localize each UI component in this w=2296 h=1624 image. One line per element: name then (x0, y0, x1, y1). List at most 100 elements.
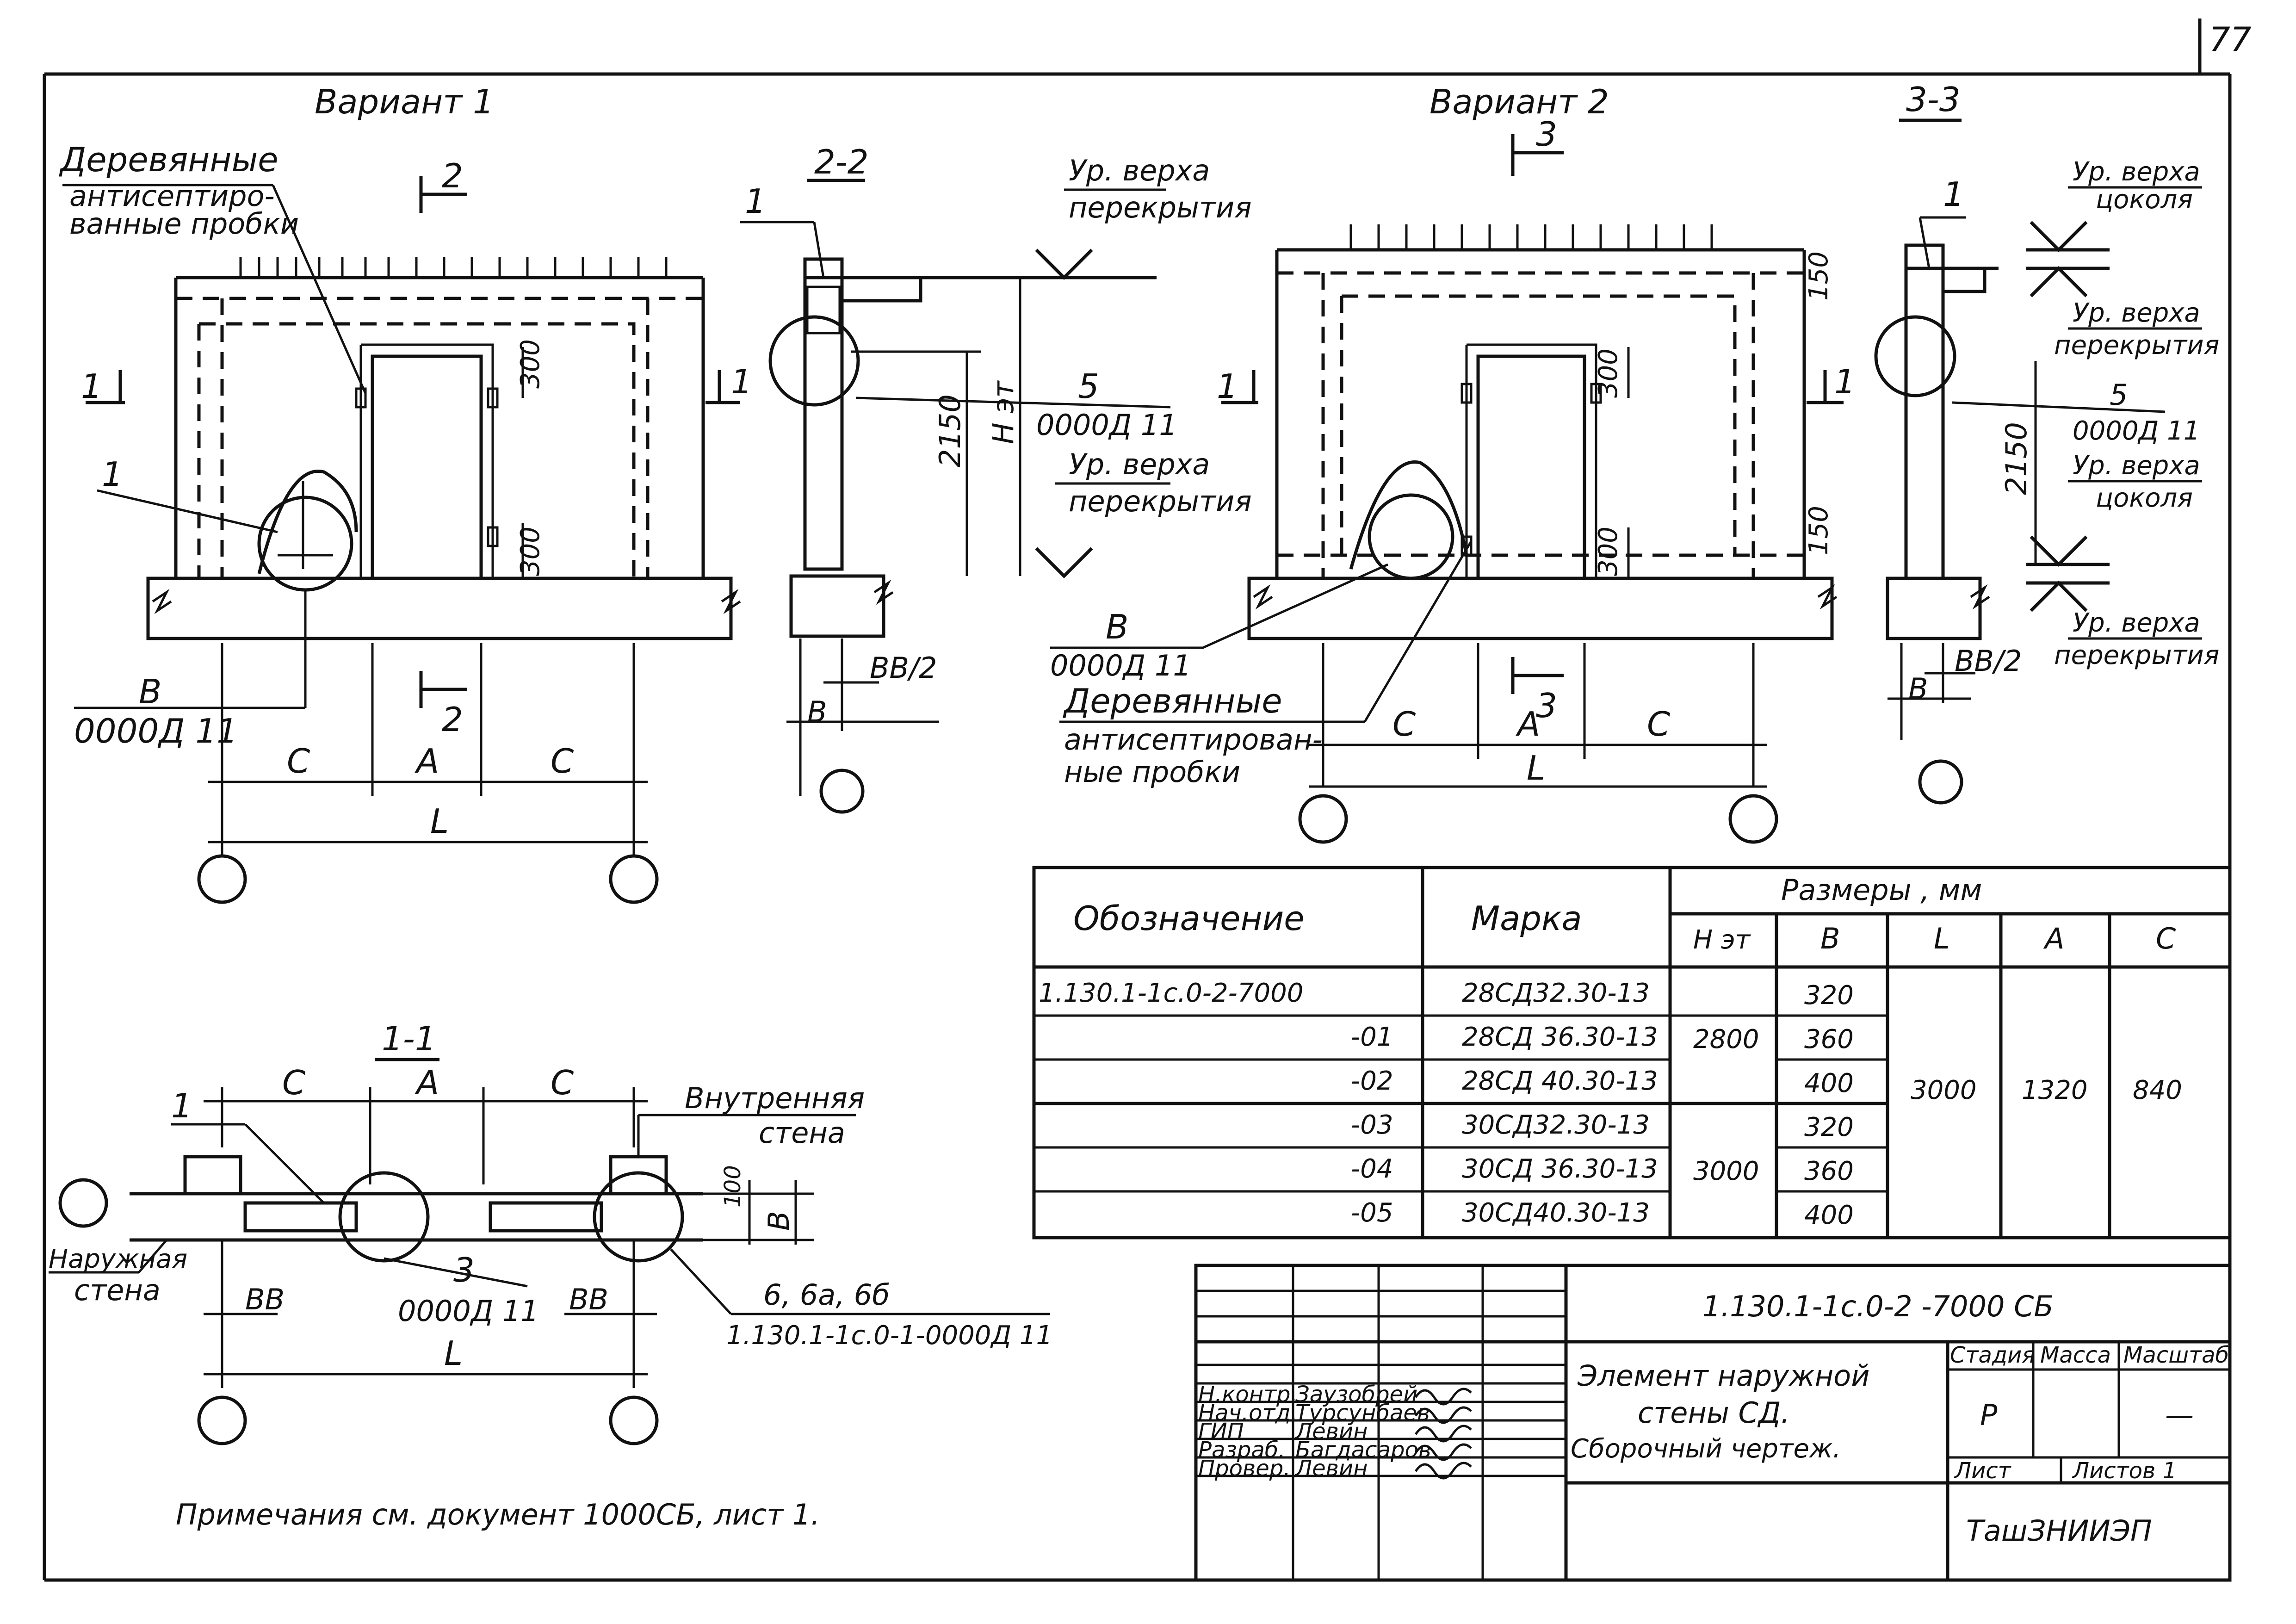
v1-callout-1: 1 (102, 455, 123, 494)
doc-code: 1.130.1-1с.0-2 -7000 СБ (1702, 1289, 2054, 1323)
sec22-lvl-top-1: Ур. верха (1069, 154, 1210, 187)
sec22-title: 2-2 (814, 143, 869, 181)
v2-callout-b: B (1106, 607, 1128, 646)
sec11-callout-3: 3 (453, 1251, 475, 1289)
sec33-dim-b: B (1908, 672, 1928, 706)
variant2-cut3-top: 3 (1536, 115, 1557, 154)
signatures (1414, 1388, 1472, 1480)
signature-row: Н.контр. Заузобрей (1198, 1382, 1417, 1407)
v2-dim-l: L (1527, 749, 1545, 787)
variant2-cut1-right: 1 (1834, 362, 1856, 401)
v2-wood-plugs-1: Деревянные (1063, 682, 1282, 720)
organization: ТашЗНИИЭП (1966, 1514, 2152, 1548)
sec11-inner-wall-2: стена (759, 1116, 845, 1150)
row-b: 400 (1804, 1068, 1854, 1098)
table-c: 840 (2133, 1075, 2182, 1105)
row-designation: -01 (1351, 1022, 1393, 1052)
stage-value: Р (1980, 1398, 1998, 1432)
scale-label: Масштаб (2123, 1342, 2229, 1368)
person: Левин (1294, 1456, 1368, 1481)
table-header-het: H эт (1693, 925, 1751, 955)
sec33-lvl-floor-b2: перекрытия (2054, 640, 2219, 670)
table-row: -02 28СД 40.30-13 400 (1351, 1066, 1854, 1098)
v2-dim-150-top: 150 (1804, 251, 1834, 301)
table-het-group2: 3000 (1693, 1156, 1759, 1186)
row-designation: -05 (1351, 1198, 1393, 1228)
v1-dim-c-left: C (287, 742, 310, 781)
variant1-cut1-right: 1 (731, 362, 752, 401)
v2-callout-node: 0000Д 11 (1050, 649, 1191, 682)
table-header-mark: Марка (1471, 899, 1582, 938)
sec22-callout-5: 5 (1078, 367, 1099, 406)
sec33-lvl-floor-b1: Ур. верха (2073, 608, 2200, 638)
row-b: 360 (1804, 1024, 1854, 1054)
sec11-dim-b: B (762, 1211, 796, 1231)
person: Левин (1294, 1419, 1368, 1444)
title-block: 1.130.1-1с.0-2 -7000 СБ Элемент наружной… (1194, 1264, 2232, 1582)
role: Провер. (1198, 1456, 1290, 1481)
sec11-dim-l: L (444, 1334, 463, 1373)
row-b: 360 (1804, 1156, 1854, 1186)
variant1-cut2-top: 2 (442, 156, 463, 195)
row-b: 400 (1804, 1200, 1854, 1230)
variant2-elevation: Вариант 2 3 1 1 (1050, 82, 1856, 844)
section-1-1: 1-1 C A C 100 B 1 Внутренняя стен (49, 1019, 1052, 1445)
v1-dim-c-right: C (551, 742, 574, 781)
row-designation: -02 (1351, 1066, 1393, 1096)
sec22-callout-1: 1 (745, 182, 766, 221)
row-b: 320 (1804, 1112, 1854, 1142)
row-mark: 28СД32.30-13 (1462, 978, 1650, 1008)
table-header-a: A (2043, 922, 2064, 955)
table-row: -05 30СД40.30-13 400 (1351, 1198, 1854, 1230)
row-designation: 1.130.1-1с.0-2-7000 (1039, 978, 1303, 1008)
v2-dim-300-top: 300 (1593, 348, 1623, 398)
sec11-callout-1: 1 (171, 1086, 192, 1125)
variant1-cut2-bottom: 2 (442, 700, 463, 739)
sec22-dim-2150: 2150 (933, 394, 967, 467)
scale-value: — (2165, 1398, 2194, 1432)
stage-label: Стадия (1950, 1342, 2035, 1368)
sec33-lvl-plinth-b2: цоколя (2096, 483, 2193, 513)
sec11-dim-c-right: C (551, 1063, 574, 1102)
row-mark: 30СД 36.30-13 (1462, 1154, 1658, 1184)
row-mark: 28СД 36.30-13 (1462, 1022, 1658, 1052)
variant2-cut3-bottom: 3 (1536, 686, 1557, 725)
variant2-title: Вариант 2 (1430, 82, 1609, 121)
table-het-group1: 2800 (1693, 1024, 1759, 1054)
table-a: 1320 (2022, 1075, 2088, 1105)
table-l: 3000 (1911, 1075, 1977, 1105)
person: Багдасаров (1295, 1437, 1431, 1463)
sheet-number: 77 (2209, 20, 2252, 59)
v1-wood-plugs-2: антисептиро- (69, 179, 275, 213)
v1-dim-a: A (415, 742, 439, 781)
sec33-lvl-plinth-1: Ур. верха (2073, 157, 2200, 187)
sec22-lvl-bot-1: Ур. верха (1069, 447, 1210, 481)
v2-dim-a: A (1516, 705, 1540, 744)
sec11-outer-wall-2: стена (74, 1273, 161, 1307)
table-row: -01 28СД 36.30-13 360 (1351, 1022, 1854, 1054)
table-row: 1.130.1-1с.0-2-7000 28СД32.30-13 320 (1039, 978, 1854, 1010)
sec22-lvl-top-2: перекрытия (1069, 191, 1252, 224)
mass-label: Масса (2040, 1342, 2111, 1368)
v2-wood-plugs-2: антисептирован- (1064, 723, 1323, 756)
role: Разраб. (1198, 1437, 1286, 1463)
v1-callout-node: 0000Д 11 (74, 712, 238, 750)
sec11-inner-wall-1: Внутренняя (685, 1081, 865, 1115)
sec11-dim-bb-left: BB (245, 1283, 285, 1316)
v2-dim-300-bottom: 300 (1593, 527, 1623, 576)
sec11-dim-bb-right: BB (569, 1283, 608, 1316)
sec33-lvl-floor-2: перекрытия (2054, 330, 2219, 360)
sec22-dim-bb2: BB/2 (870, 651, 937, 685)
role: ГИП (1198, 1419, 1244, 1444)
sec11-dim-100: 100 (720, 1165, 746, 1208)
table-header-sizes: Размеры , мм (1781, 873, 1982, 907)
sheets-label: Листов 1 (2072, 1458, 2177, 1484)
sec11-title: 1-1 (382, 1019, 436, 1058)
sec22-node-ref: 0000Д 11 (1036, 408, 1177, 442)
sec11-node-ref-long: 1.130.1-1с.0-1-0000Д 11 (726, 1320, 1052, 1351)
table-row: -04 30СД 36.30-13 360 (1351, 1154, 1854, 1186)
sec11-node-6: 6, 6а, 6б (763, 1278, 890, 1312)
variant1-elevation: Вариант 1 (59, 82, 752, 904)
sec22-lvl-bot-2: перекрытия (1069, 484, 1252, 518)
